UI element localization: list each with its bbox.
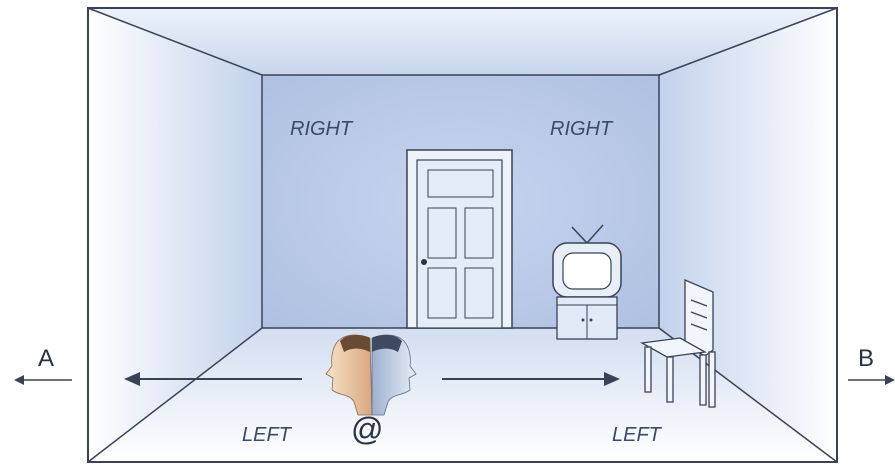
label-side-a: A [38,345,54,372]
label-right-2: RIGHT [550,118,614,140]
door [407,150,512,328]
cabinet [557,297,617,339]
label-right-1: RIGHT [290,118,354,140]
label-side-b: B [858,345,874,372]
arrow-b [848,375,895,385]
label-center-symbol: @ [351,411,383,447]
arrow-a [14,375,72,385]
label-left-1: LEFT [242,424,293,446]
label-left-2: LEFT [612,424,663,446]
door-knob [421,259,427,265]
